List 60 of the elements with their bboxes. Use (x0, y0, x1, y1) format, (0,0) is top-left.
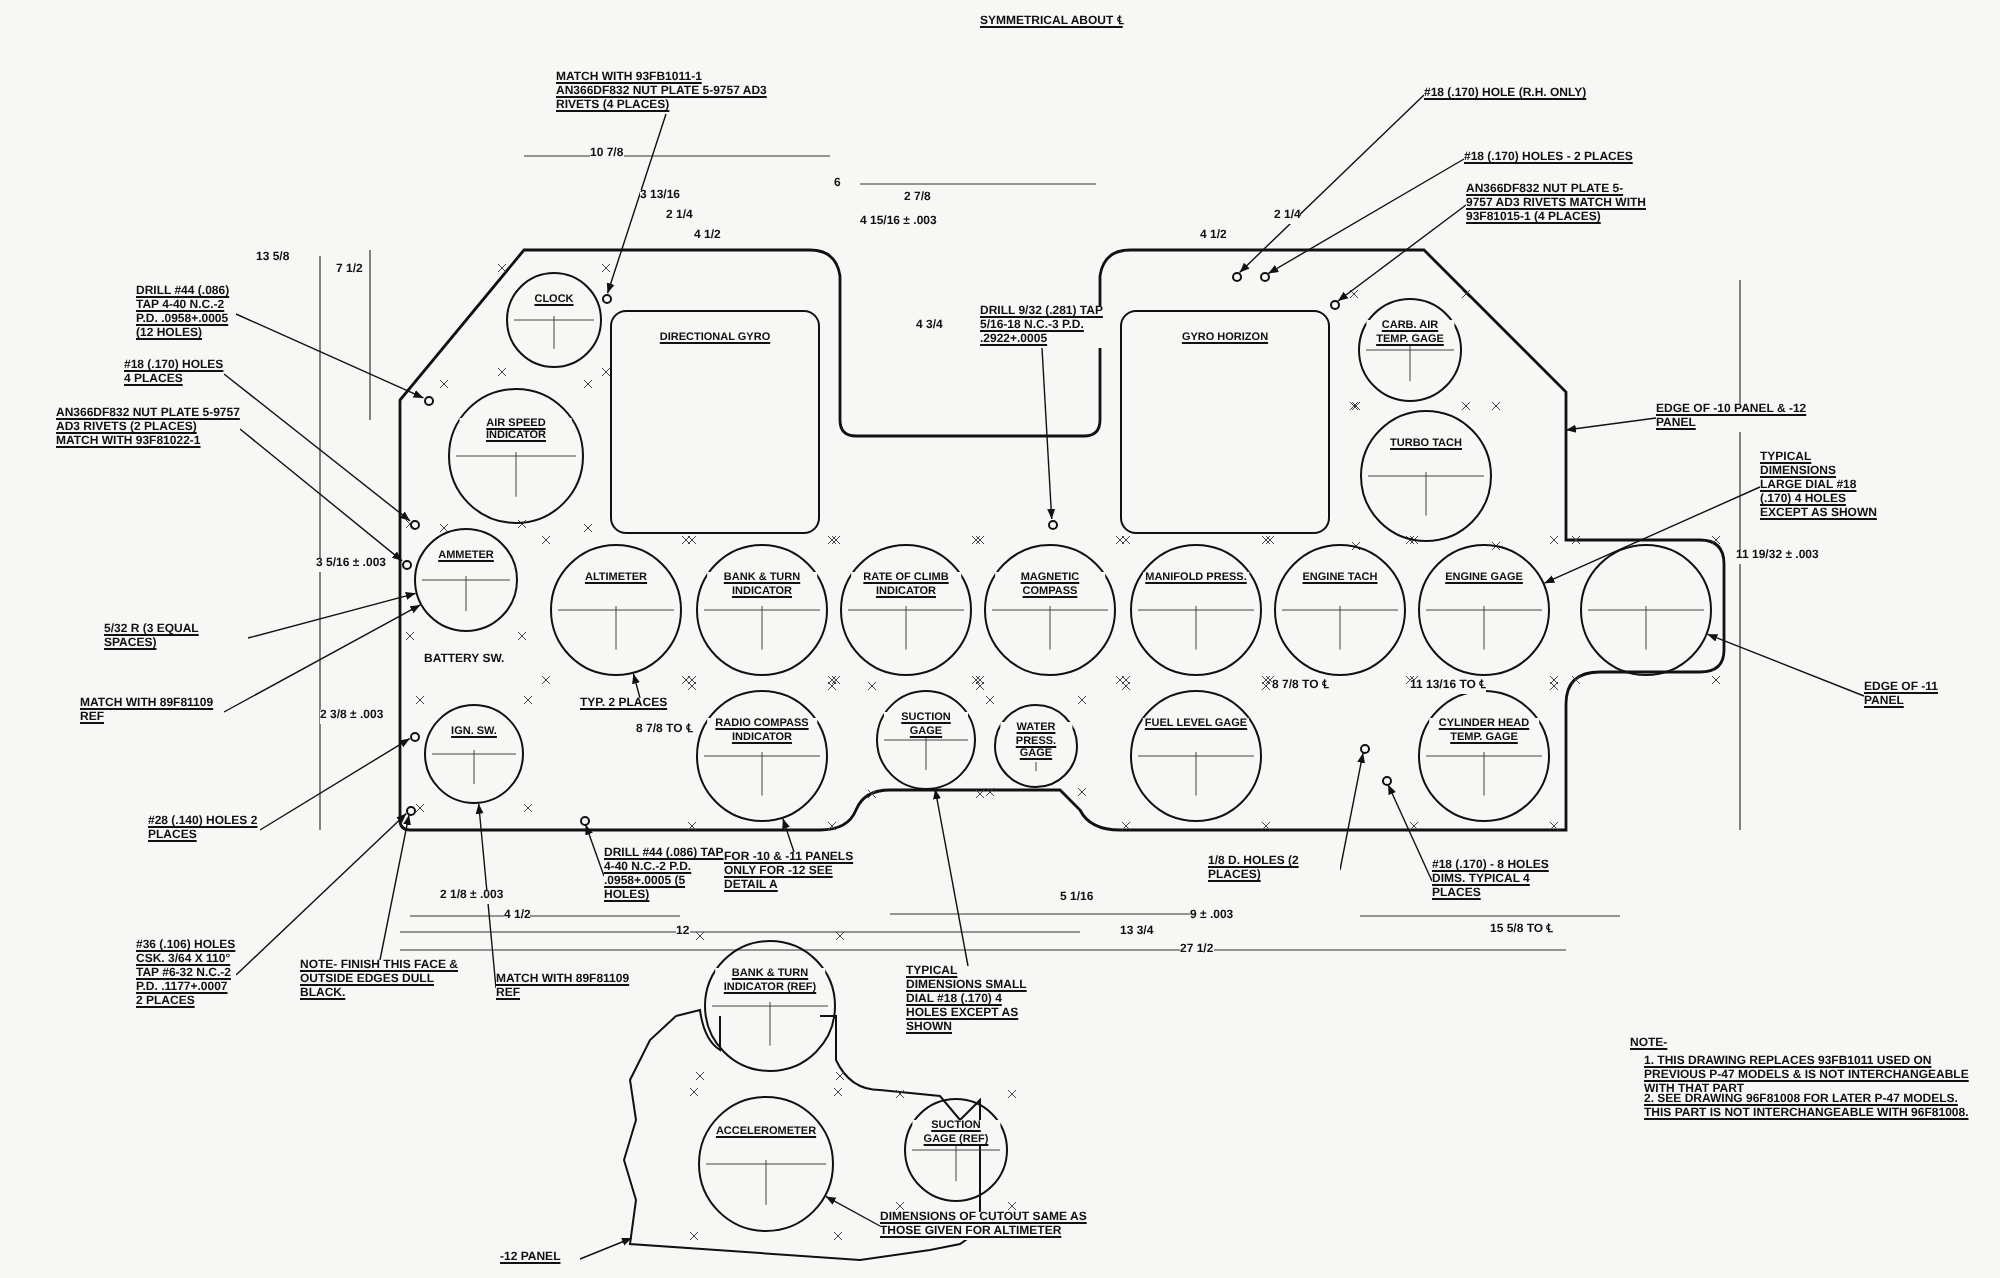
gauge-cutout (414, 528, 518, 632)
leader-line (825, 1195, 881, 1227)
mounting-hole (579, 815, 589, 825)
leader-line (235, 812, 408, 976)
mounting-hole (423, 395, 433, 405)
gauge-cutout (1360, 410, 1492, 542)
gauge-cutout (1418, 544, 1550, 676)
mounting-hole (1231, 271, 1241, 281)
mounting-hole (405, 805, 415, 815)
leader-line (1238, 94, 1425, 274)
leader-line (379, 814, 411, 961)
gauge-cutout (984, 544, 1116, 676)
leader-line (223, 604, 422, 713)
leader-line (259, 737, 411, 831)
instrument-cutout (1120, 310, 1330, 534)
mounting-hole (1329, 299, 1339, 309)
gauge-cutout (876, 690, 976, 790)
gauge-cutout (448, 388, 584, 524)
gauge-cutout (840, 544, 972, 676)
leader-line (632, 672, 641, 699)
gauge-cutout (1580, 544, 1712, 676)
gauge-cutout (904, 1098, 1008, 1202)
gauge-cutout (696, 690, 828, 822)
gauge-cutout (506, 272, 602, 368)
mounting-hole (1359, 743, 1369, 753)
leader-line (1543, 486, 1761, 584)
leader-line (1565, 417, 1657, 433)
leader-line (1041, 347, 1056, 520)
gauge-cutout (698, 1096, 834, 1232)
gauge-cutout (550, 544, 682, 676)
mounting-hole (1381, 775, 1391, 785)
leader-line (247, 592, 417, 639)
gauge-cutout (994, 704, 1078, 788)
gauge-cutout (1274, 544, 1406, 676)
gauge-cutout (1130, 544, 1262, 676)
leader-line (1267, 158, 1465, 275)
leader-line (579, 1237, 633, 1260)
leader-line (584, 824, 605, 877)
leader-line (235, 313, 425, 399)
mounting-hole (1259, 271, 1269, 281)
mounting-hole (601, 293, 611, 303)
instrument-cutout (610, 310, 820, 534)
gauge-cutout (1358, 298, 1462, 402)
gauge-cutout (1130, 690, 1262, 822)
gauge-cutout (696, 544, 828, 676)
mounting-hole (401, 559, 411, 569)
mounting-hole (409, 731, 419, 741)
leader-line (606, 113, 667, 294)
leader-line (933, 788, 969, 967)
leader-line (239, 428, 403, 562)
mounting-hole (1047, 519, 1057, 529)
leader-line (1706, 633, 1865, 697)
leader-line (223, 373, 411, 522)
leader-line (1337, 204, 1467, 302)
leader-line (782, 817, 795, 853)
gauge-cutout (424, 704, 524, 804)
leader-line (475, 803, 497, 989)
mounting-hole (409, 519, 419, 529)
gauge-cutout (704, 940, 836, 1072)
leader-line (1387, 783, 1433, 882)
